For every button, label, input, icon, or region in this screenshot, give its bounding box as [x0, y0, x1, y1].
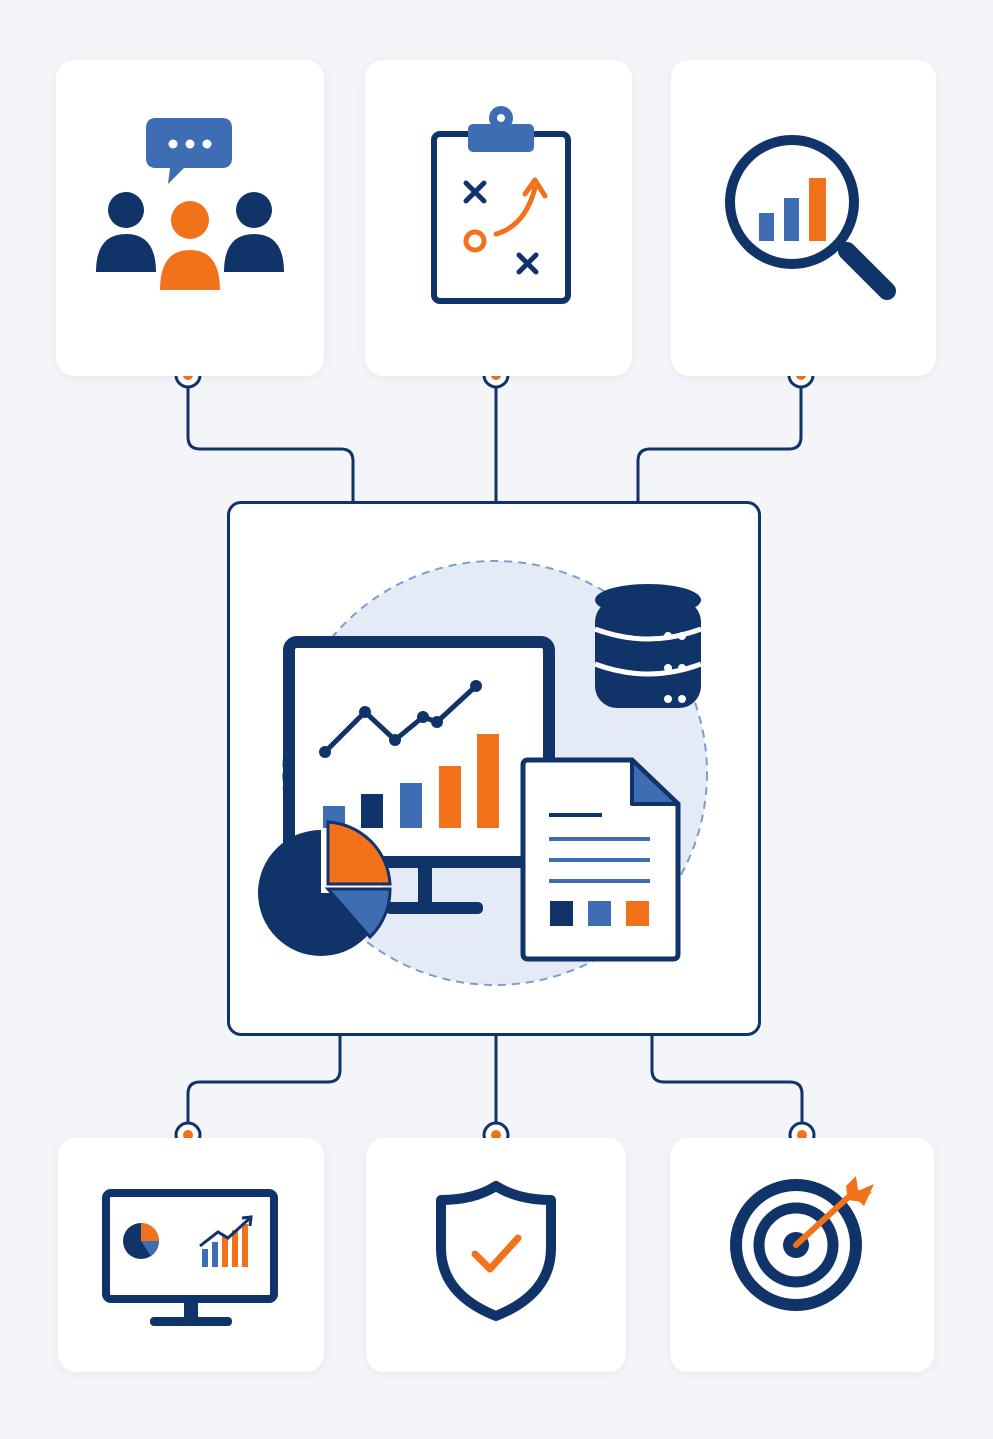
card-strategy-planning [365, 60, 632, 376]
report-document-icon [520, 757, 681, 962]
card-team-collaboration [56, 60, 324, 376]
connector-bottom-left [186, 1036, 342, 1123]
card-goal-targeting [670, 1138, 934, 1372]
card-dashboard-reporting [58, 1138, 324, 1372]
dashboard-monitor-icon [102, 1189, 278, 1326]
target-arrow-icon [730, 1176, 874, 1311]
monitor-chart-icon [283, 636, 555, 914]
shield-check-icon [436, 1181, 556, 1321]
card-security-compliance [366, 1138, 626, 1372]
card-data-analysis [671, 60, 936, 376]
database-icon [594, 584, 702, 708]
analysis-magnifier-icon [725, 135, 896, 300]
pie-chart-icon [258, 820, 392, 956]
connector-bottom-right [650, 1036, 804, 1123]
strategy-clipboard-icon [431, 106, 571, 304]
team-chat-icon [96, 118, 284, 296]
central-analytics-hub [227, 501, 761, 1036]
hub-illustration [258, 560, 708, 986]
connector-top-right [636, 388, 803, 502]
connector-top-left [186, 388, 355, 502]
